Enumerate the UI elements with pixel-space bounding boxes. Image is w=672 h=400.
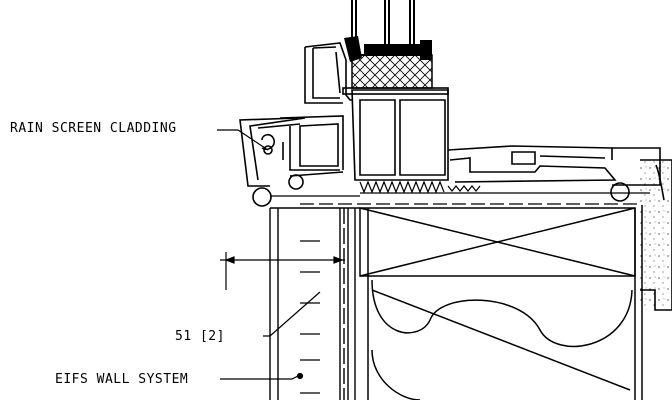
cladding-profile (239, 115, 344, 187)
eifs-ticks (300, 240, 320, 394)
wall-framing (359, 205, 643, 400)
dimension-line (220, 252, 345, 290)
sill-line (270, 192, 650, 205)
label-rain-screen-cladding: RAIN SCREEN CLADDING (10, 121, 177, 136)
label-eifs-wall-system: EIFS WALL SYSTEM (55, 372, 189, 387)
foam-insulation (359, 180, 481, 194)
interior-trim (640, 159, 672, 311)
leader-lines (217, 129, 321, 380)
window-frame-profile (304, 42, 661, 186)
backer-rods (252, 174, 630, 207)
eifs-layer (269, 207, 360, 400)
batt-insulation (371, 279, 633, 400)
setting-block (351, 54, 433, 89)
label-dimension-51: 51 [2] (175, 329, 225, 344)
